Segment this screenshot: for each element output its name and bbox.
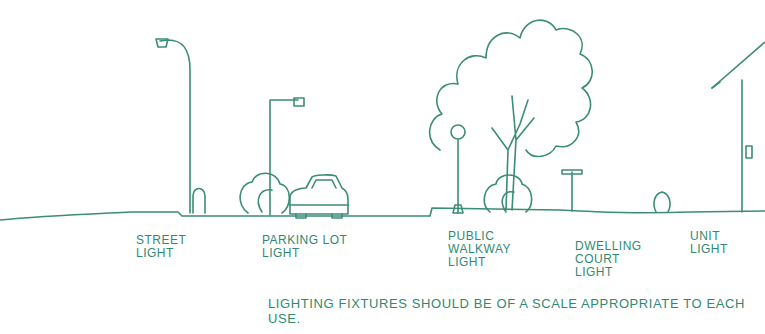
caption: LIGHTING FIXTURES SHOULD BE OF A SCALE A… xyxy=(268,296,750,326)
car-bumper xyxy=(290,204,348,206)
unit-light-label: UNIT LIGHT xyxy=(690,230,738,256)
car-body xyxy=(290,175,348,214)
parking-lot-light-head xyxy=(294,98,304,106)
street-light-pole xyxy=(160,40,190,213)
house-wall xyxy=(741,80,743,212)
parking-lot-light-pole xyxy=(270,100,298,215)
bollard xyxy=(193,189,205,214)
shrub xyxy=(484,175,531,212)
parking-lot-light-label: PARKING LOT LIGHT xyxy=(262,234,350,260)
shrub xyxy=(258,190,272,212)
street-light-head xyxy=(156,39,168,47)
dwelling-court-light-pole xyxy=(571,172,573,211)
walkway-light-base xyxy=(453,205,463,213)
shrub xyxy=(502,192,514,212)
house-eave xyxy=(712,82,720,88)
shrub xyxy=(240,173,289,213)
car-window xyxy=(312,180,336,188)
walkway-light-pole xyxy=(457,140,459,213)
car-wheel xyxy=(296,214,342,218)
dwelling-court-light-head xyxy=(562,170,582,174)
dwelling-court-light-label: DWELLING COURT LIGHT xyxy=(575,240,647,279)
ground-line xyxy=(0,208,765,220)
shrub xyxy=(654,192,670,212)
tree-canopy xyxy=(430,20,593,156)
unit-light-fixture xyxy=(746,146,752,158)
street-light-label: STREET LIGHT xyxy=(136,234,198,260)
walkway-light-label: PUBLIC WALKWAY LIGHT xyxy=(448,230,512,269)
house-roof xyxy=(712,42,765,88)
walkway-light-globe xyxy=(451,125,465,139)
